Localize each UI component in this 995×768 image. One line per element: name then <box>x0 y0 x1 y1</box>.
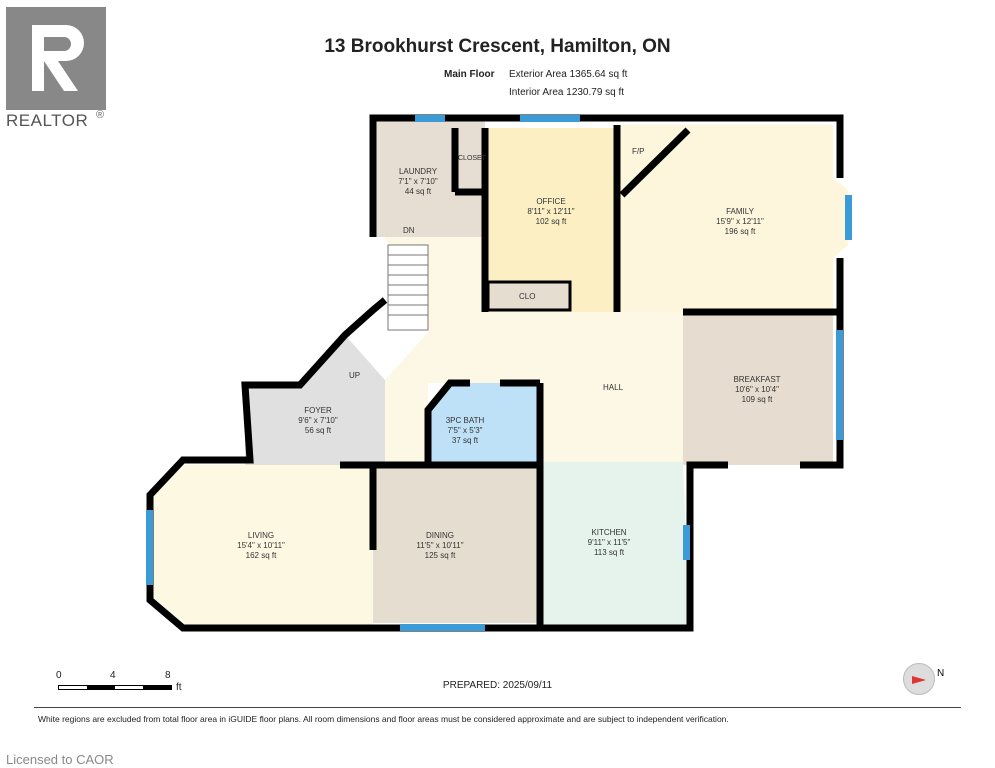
room-name: FOYER <box>304 406 332 415</box>
realtor-logo <box>6 7 106 110</box>
room-name: KITCHEN <box>591 528 627 537</box>
room-area: 37 sq ft <box>451 436 479 445</box>
room-area: 109 sq ft <box>741 395 773 404</box>
fireplace-label: F/P <box>632 147 645 156</box>
kitchen-fill <box>540 462 690 628</box>
foyer-fill <box>245 335 385 465</box>
stairs <box>387 244 429 331</box>
scale-unit: ft <box>176 682 182 693</box>
realtor-logo-text: REALTOR <box>6 111 89 130</box>
room-dims: 15'4" x 10'11" <box>237 541 285 550</box>
closet-label: CLOSET <box>458 155 487 162</box>
room-name: LAUNDRY <box>398 167 438 176</box>
hall-fill <box>385 237 683 465</box>
scale-tick-8: 8 <box>165 670 171 681</box>
breakfast-fill <box>683 312 833 465</box>
room-area: 196 sq ft <box>724 227 756 236</box>
room-area: 56 sq ft <box>304 426 332 435</box>
floor-name: Main Floor <box>444 69 495 80</box>
hall-label: HALL <box>603 383 624 392</box>
room-name: OFFICE <box>536 197 566 206</box>
dining-fill <box>373 465 540 623</box>
scale-bar-graphic <box>58 685 172 690</box>
divider <box>34 707 961 708</box>
room-area: 162 sq ft <box>245 551 277 560</box>
bath-fill <box>428 383 540 462</box>
room-name: FAMILY <box>726 207 754 216</box>
room-name: LIVING <box>247 531 275 540</box>
interior-area: Interior Area 1230.79 sq ft <box>509 87 625 98</box>
closet-shelf <box>486 280 572 312</box>
room-dims: 15'9" x 12'11" <box>716 217 764 226</box>
up-label: UP <box>349 371 361 380</box>
living-fill <box>150 465 373 628</box>
room-name: 3PC BATH <box>445 416 485 425</box>
scale-tick-4: 4 <box>110 670 116 681</box>
room-dims: 10'6" x 10'4" <box>735 385 779 394</box>
room-dims: 11'5" x 10'11" <box>416 541 464 550</box>
room-area: 44 sq ft <box>404 187 432 196</box>
registered-mark: ® <box>96 109 105 121</box>
room-area: 102 sq ft <box>535 217 567 226</box>
page-title: 13 Brookhurst Crescent, Hamilton, ON <box>324 36 671 57</box>
exterior-area: Exterior Area 1365.64 sq ft <box>509 69 628 80</box>
room-dims: 9'11" x 11'5" <box>587 538 631 547</box>
license-text: Licensed to CAOR <box>6 752 114 767</box>
room-dims: 7'1" x 7'10" <box>398 177 438 186</box>
family-fill <box>617 125 848 312</box>
clo-label: CLO <box>519 292 536 301</box>
room-dims: 9'6" x 7'10" <box>298 416 338 425</box>
room-name: DINING <box>425 531 454 540</box>
room-dims: 7'5" x 5'3" <box>447 426 483 435</box>
windows <box>146 115 852 631</box>
room-name: BREAKFAST <box>733 375 781 384</box>
room-area: 125 sq ft <box>424 551 456 560</box>
office-fill <box>485 128 617 312</box>
room-area: 113 sq ft <box>593 548 625 557</box>
walls <box>146 114 844 632</box>
scale-tick-0: 0 <box>56 670 62 681</box>
disclaimer: White regions are excluded from total fl… <box>38 714 729 724</box>
compass-north-label: N <box>937 668 945 679</box>
room-dims: 8'11" x 12'11" <box>527 207 575 216</box>
prepared-date: PREPARED: 2025/09/11 <box>442 680 553 691</box>
compass-icon <box>903 663 935 695</box>
dn-label: DN <box>403 226 415 235</box>
